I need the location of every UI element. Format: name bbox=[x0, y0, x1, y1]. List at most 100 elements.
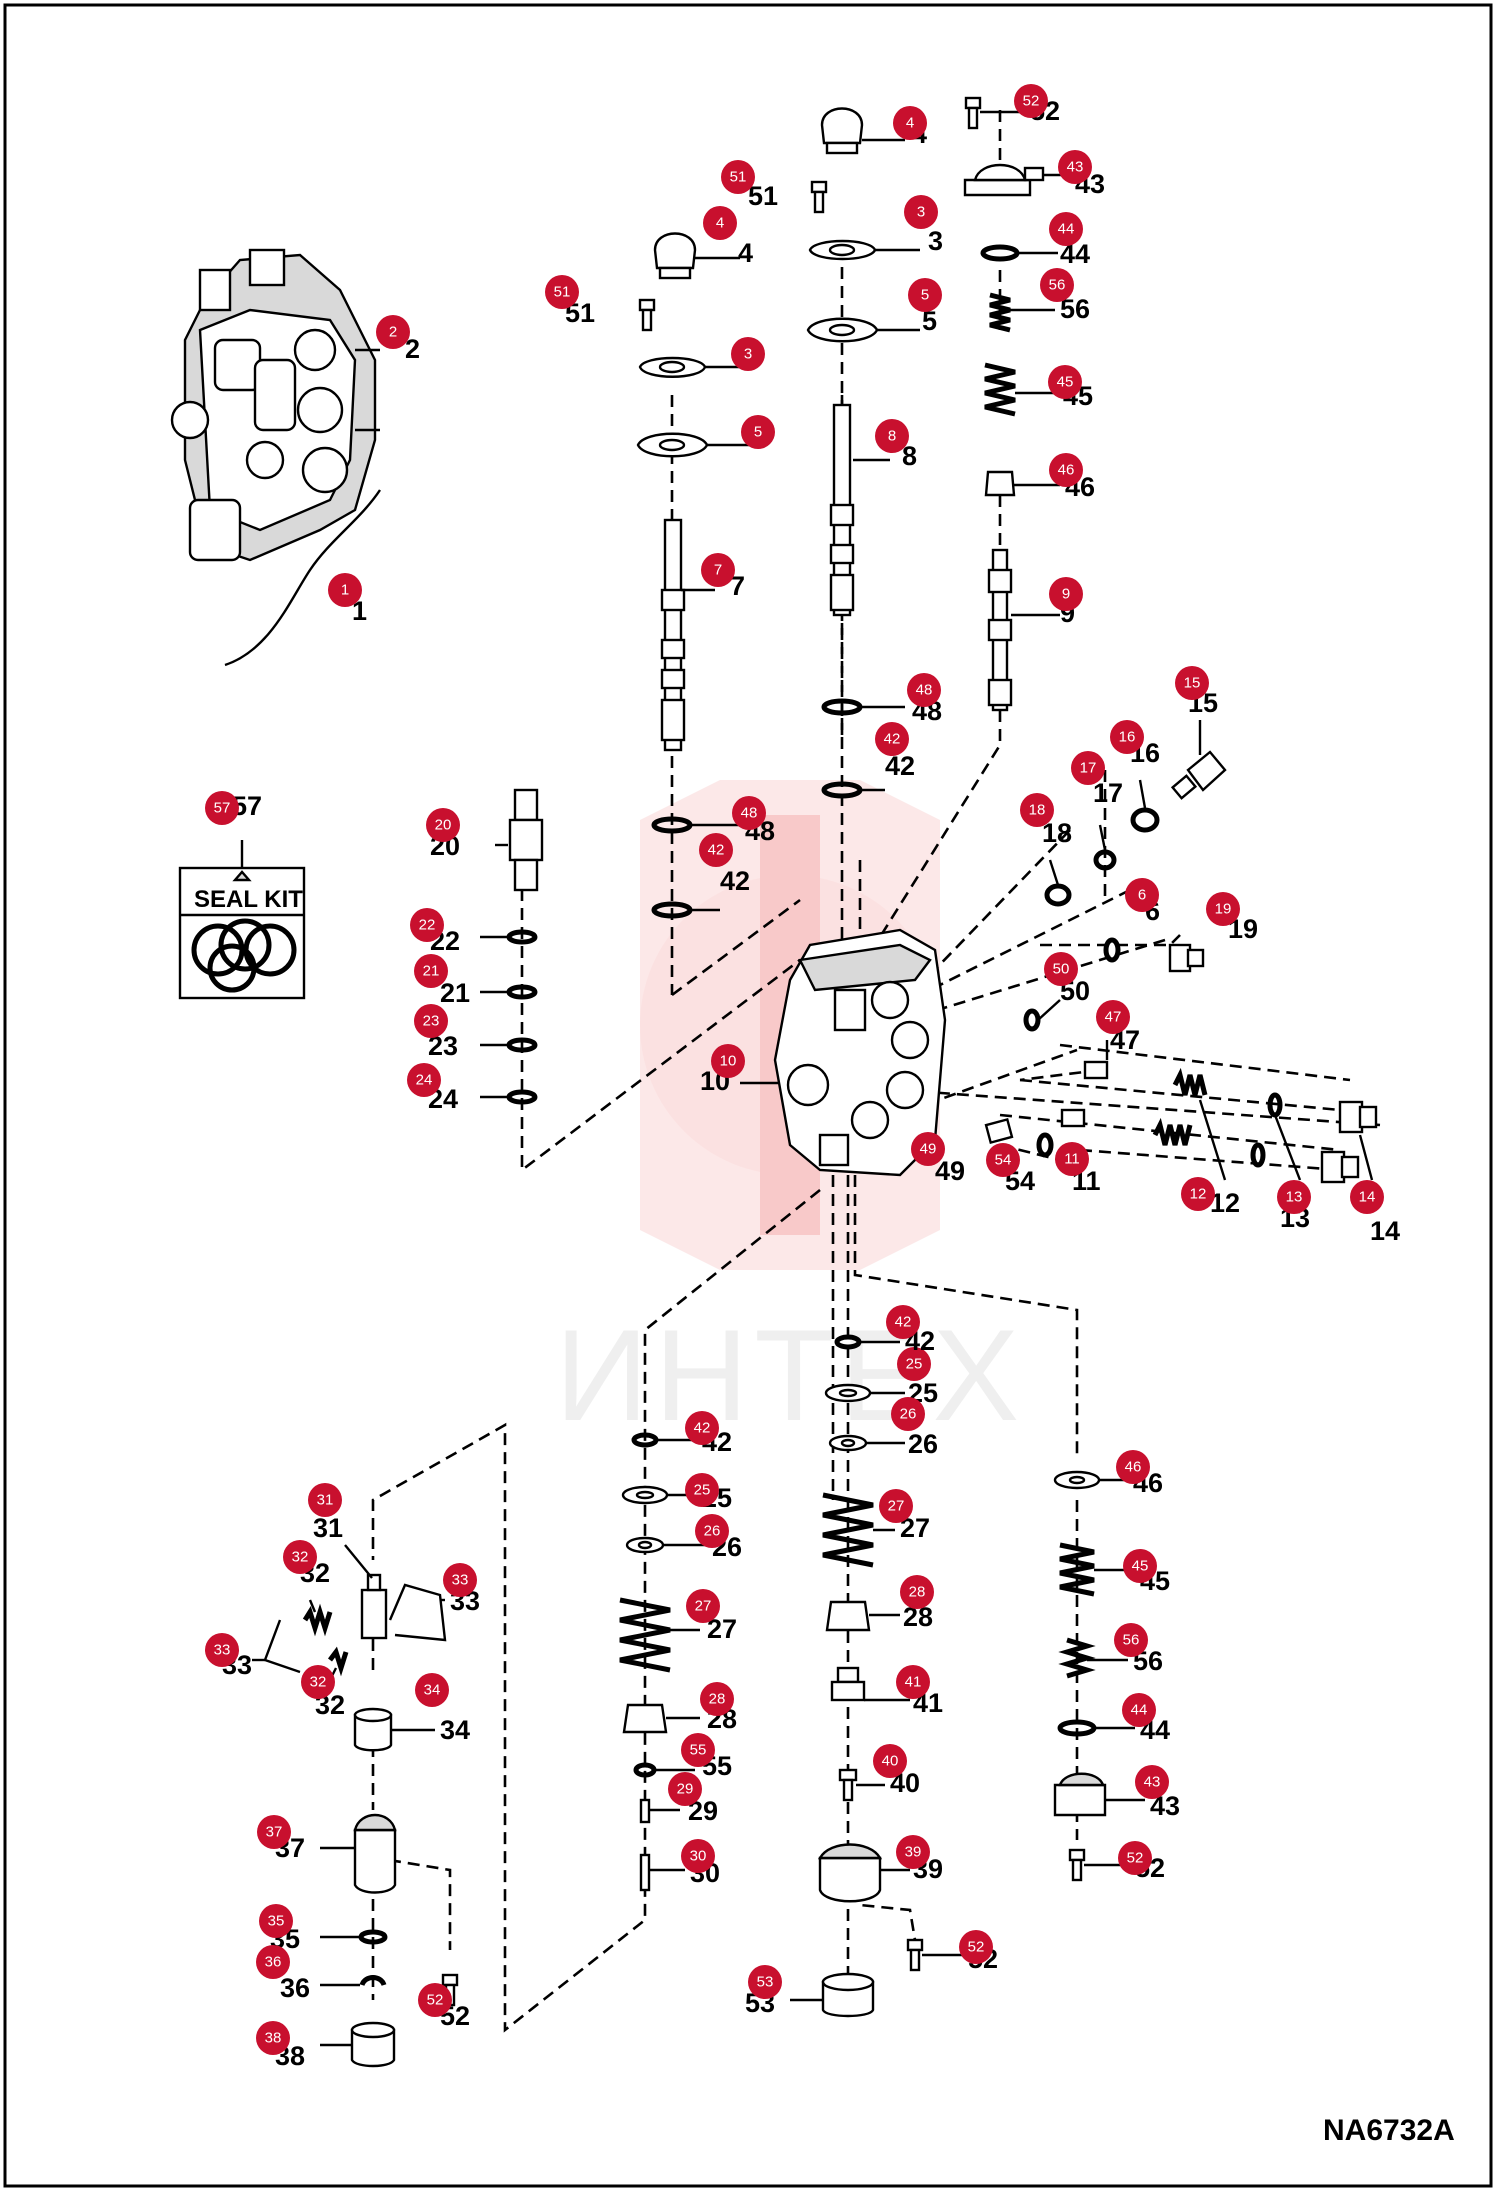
callout-bubble[interactable] bbox=[703, 206, 737, 240]
callout-bubble[interactable] bbox=[879, 1489, 913, 1523]
leader-line bbox=[344, 1544, 373, 1579]
callout-bubble[interactable] bbox=[301, 1665, 335, 1699]
callout-bubble[interactable] bbox=[1014, 84, 1048, 118]
callout-bubble-label: 17 bbox=[1080, 760, 1097, 777]
callout-bubble[interactable] bbox=[414, 954, 448, 988]
callout-bubble[interactable] bbox=[1096, 1000, 1130, 1034]
part-47 bbox=[1083, 1060, 1109, 1080]
callout-bubble[interactable] bbox=[681, 1839, 715, 1873]
callout-bubble[interactable] bbox=[256, 2021, 290, 2055]
callout-bubble[interactable] bbox=[681, 1733, 715, 1767]
callout-bubble[interactable] bbox=[1123, 1549, 1157, 1583]
callout-bubble[interactable] bbox=[908, 278, 942, 312]
callout-bubble[interactable] bbox=[731, 337, 765, 371]
control-valve-assembly bbox=[170, 248, 381, 667]
washer-26b bbox=[828, 1434, 868, 1452]
callout-bubble[interactable] bbox=[904, 195, 938, 229]
callout-bubble[interactable] bbox=[328, 573, 362, 607]
callout-bubble[interactable] bbox=[414, 1004, 448, 1038]
callout-bubble[interactable] bbox=[1049, 212, 1083, 246]
flange-5a bbox=[636, 432, 709, 458]
callout-bubble[interactable] bbox=[205, 791, 239, 825]
callout-bubble[interactable] bbox=[893, 106, 927, 140]
callout-bubble[interactable] bbox=[1058, 150, 1092, 184]
callout-bubble-label: 46 bbox=[1125, 1459, 1142, 1476]
callout-bubble[interactable] bbox=[1110, 720, 1144, 754]
callout-bubble[interactable] bbox=[700, 1682, 734, 1716]
callout-bubble[interactable] bbox=[959, 1930, 993, 1964]
callout-bubble[interactable] bbox=[418, 1983, 452, 2017]
callout-bubble[interactable] bbox=[1020, 793, 1054, 827]
callout-bubble[interactable] bbox=[1135, 1765, 1169, 1799]
callout-bubble[interactable] bbox=[410, 908, 444, 942]
callout-bubble[interactable] bbox=[1116, 1450, 1150, 1484]
callout-bubble[interactable] bbox=[1122, 1693, 1156, 1727]
callout-bubble[interactable] bbox=[545, 275, 579, 309]
callout-bubble[interactable] bbox=[911, 1132, 945, 1166]
callout-bubble[interactable] bbox=[205, 1633, 239, 1667]
callout-bubble-label: 10 bbox=[720, 1053, 737, 1070]
part-number: 21 bbox=[440, 978, 470, 1008]
callout-bubble[interactable] bbox=[259, 1904, 293, 1938]
callout-bubble[interactable] bbox=[741, 415, 775, 449]
callout-bubble[interactable] bbox=[668, 1772, 702, 1806]
callout-bubble[interactable] bbox=[1118, 1841, 1152, 1875]
callout-bubble[interactable] bbox=[426, 808, 460, 842]
callout-bubble[interactable] bbox=[891, 1397, 925, 1431]
callout-bubble[interactable] bbox=[1175, 666, 1209, 700]
callout-bubble[interactable] bbox=[1055, 1142, 1089, 1176]
callout-bubble[interactable] bbox=[986, 1143, 1020, 1177]
callout-bubble[interactable] bbox=[1114, 1623, 1148, 1657]
callout-bubble[interactable] bbox=[1350, 1180, 1384, 1214]
callout-bubble[interactable] bbox=[721, 160, 755, 194]
callout-bubble[interactable] bbox=[376, 315, 410, 349]
callout-bubble[interactable] bbox=[1049, 577, 1083, 611]
callout-bubble[interactable] bbox=[896, 1835, 930, 1869]
callout-bubble[interactable] bbox=[256, 1945, 290, 1979]
callout-bubble[interactable] bbox=[1277, 1180, 1311, 1214]
callout-bubble[interactable] bbox=[407, 1063, 441, 1097]
callout-bubble[interactable] bbox=[1206, 892, 1240, 926]
callout-bubble[interactable] bbox=[443, 1563, 477, 1597]
callout-bubble-label: 52 bbox=[427, 1992, 444, 2009]
callout-bubble[interactable] bbox=[283, 1540, 317, 1574]
callout-bubble[interactable] bbox=[875, 722, 909, 756]
callout-bubble[interactable] bbox=[257, 1815, 291, 1849]
cap-38 bbox=[350, 2021, 396, 2068]
callout-bubble[interactable] bbox=[711, 1044, 745, 1078]
callout-bubble[interactable] bbox=[308, 1483, 342, 1517]
callout-bubble[interactable] bbox=[873, 1744, 907, 1778]
callout-bubble-label: 47 bbox=[1105, 1009, 1122, 1026]
callout-bubble[interactable] bbox=[1181, 1177, 1215, 1211]
callout-bubble[interactable] bbox=[886, 1305, 920, 1339]
callout-bubble[interactable] bbox=[1049, 453, 1083, 487]
callout-bubble[interactable] bbox=[685, 1473, 719, 1507]
spring-45a bbox=[984, 362, 1016, 417]
callout-bubble[interactable] bbox=[896, 1665, 930, 1699]
callout-bubble[interactable] bbox=[748, 1965, 782, 1999]
callout-bubble[interactable] bbox=[1040, 268, 1074, 302]
callout-bubble[interactable] bbox=[1125, 878, 1159, 912]
callout-bubble[interactable] bbox=[701, 553, 735, 587]
callout-bubble[interactable] bbox=[875, 419, 909, 453]
callout-bubble[interactable] bbox=[685, 1411, 719, 1445]
callout-bubble[interactable] bbox=[699, 833, 733, 867]
callout-bubble[interactable] bbox=[897, 1347, 931, 1381]
wire-33a bbox=[388, 1583, 447, 1642]
callout-bubble[interactable] bbox=[732, 796, 766, 830]
callout-bubble[interactable] bbox=[1048, 365, 1082, 399]
callout-bubble[interactable] bbox=[415, 1673, 449, 1707]
callout-bubble[interactable] bbox=[1071, 751, 1105, 785]
callout-bubble[interactable] bbox=[686, 1589, 720, 1623]
callout-bubble[interactable] bbox=[695, 1514, 729, 1548]
callout-bubble[interactable] bbox=[907, 673, 941, 707]
callout-bubble[interactable] bbox=[900, 1575, 934, 1609]
callout-bubble[interactable] bbox=[1044, 952, 1078, 986]
callout-bubble-label: 6 bbox=[1138, 887, 1146, 904]
